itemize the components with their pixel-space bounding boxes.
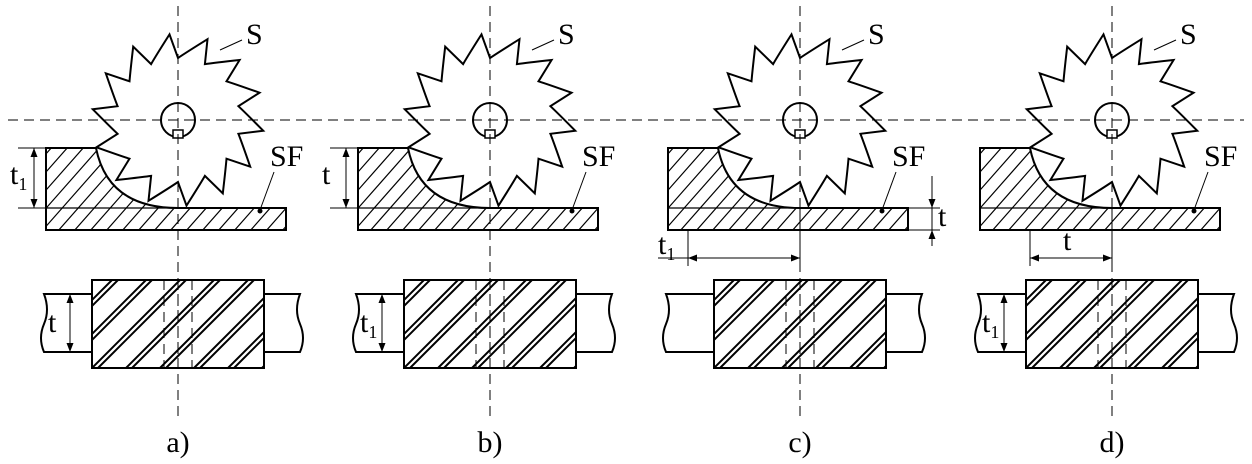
width-label: t1 — [360, 306, 377, 342]
side-depth-label: t — [322, 158, 331, 191]
panel-caption: d) — [1100, 426, 1125, 459]
s-leader — [219, 39, 243, 51]
width-label-main: t — [982, 306, 991, 339]
arrowhead — [378, 294, 386, 303]
arrowhead — [928, 199, 936, 208]
bottom-dim-label: t1 — [658, 228, 675, 264]
arrowhead — [30, 199, 38, 208]
cutter-label: S — [558, 18, 575, 51]
left-shaft — [352, 293, 404, 353]
arrowhead — [928, 230, 936, 239]
bottom-dim-label-main: t — [1063, 224, 1072, 257]
sf-dot — [257, 208, 263, 214]
helical-teeth — [92, 280, 264, 368]
side-depth-label-main: t — [322, 158, 331, 191]
arrowhead — [1103, 254, 1112, 262]
right-shaft — [264, 293, 304, 353]
workpiece-hatching — [980, 148, 1220, 230]
side-depth-label: t1 — [10, 158, 27, 194]
arrowhead — [30, 148, 38, 157]
width-label: t — [48, 306, 57, 339]
sf-dot — [569, 208, 575, 214]
cutter-label: S — [246, 18, 263, 51]
arrowhead — [378, 343, 386, 352]
helical-teeth — [714, 280, 886, 368]
width-label: t1 — [982, 306, 999, 342]
surface-label: SF — [1204, 140, 1237, 173]
sf-dot — [879, 208, 885, 214]
arrowhead — [688, 254, 697, 262]
arrowhead — [66, 294, 74, 303]
s-leader — [1153, 39, 1177, 51]
side-depth-label-main: t — [10, 158, 19, 191]
right-shaft — [886, 293, 926, 353]
arrowhead — [66, 343, 74, 352]
arrowhead — [1000, 294, 1008, 303]
left-shaft — [40, 293, 92, 353]
arrowhead — [791, 254, 800, 262]
width-label-main: t — [360, 306, 369, 339]
right-shaft — [576, 293, 616, 353]
arrowhead — [342, 148, 350, 157]
helical-teeth — [404, 280, 576, 368]
right-dim-label: t — [938, 200, 947, 233]
surface-label: SF — [270, 140, 303, 173]
arrowhead — [1030, 254, 1039, 262]
s-leader — [841, 39, 865, 51]
sf-leader — [571, 171, 587, 211]
width-label-subscript: 1 — [368, 322, 377, 342]
panel-caption: c) — [788, 426, 811, 459]
width-label-subscript: 1 — [990, 322, 999, 342]
panel-caption: a) — [166, 426, 189, 459]
right-shaft — [1198, 293, 1238, 353]
cutter-label: S — [1180, 18, 1197, 51]
sf-leader — [259, 171, 275, 211]
helical-teeth — [1026, 280, 1198, 368]
sf-dot — [1191, 208, 1197, 214]
left-shaft — [974, 293, 1026, 353]
sf-leader — [881, 171, 897, 211]
width-label-main: t — [48, 306, 57, 339]
left-shaft — [662, 293, 714, 353]
s-leader — [531, 39, 555, 51]
panel-caption: b) — [478, 426, 503, 459]
surface-label: SF — [892, 140, 925, 173]
sf-leader — [1193, 171, 1209, 211]
side-depth-label-subscript: 1 — [18, 174, 27, 194]
arrowhead — [342, 199, 350, 208]
surface-label: SF — [582, 140, 615, 173]
bottom-dim-label-subscript: 1 — [666, 244, 675, 264]
bottom-dim-label: t — [1063, 224, 1072, 257]
arrowhead — [1000, 343, 1008, 352]
bottom-dim-label-main: t — [658, 228, 667, 261]
cutter-label: S — [868, 18, 885, 51]
